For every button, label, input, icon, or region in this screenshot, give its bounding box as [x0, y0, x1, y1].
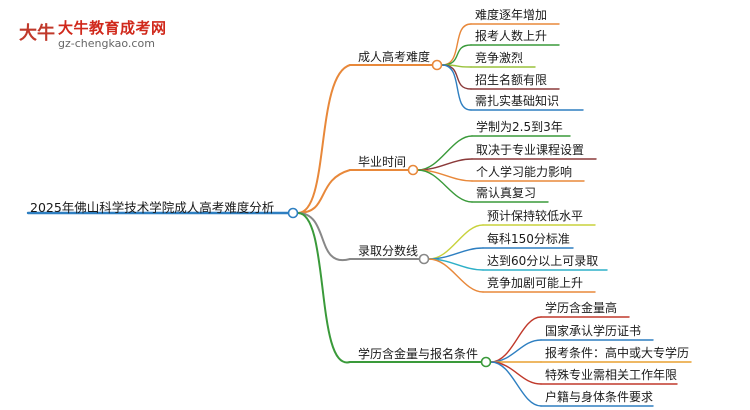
leaf-label-4-4[interactable]: 特殊专业需相关工作年限	[545, 368, 678, 382]
branch-connector-1	[297, 64, 351, 214]
leaf-connector-4-1	[490, 316, 542, 363]
branch-connector-3	[297, 212, 351, 262]
leaf-label-4-1[interactable]: 学历含金量高	[545, 301, 618, 315]
leaf-connector-1-1	[441, 23, 472, 66]
leaf-connector-2-4	[417, 169, 473, 203]
branch-connector-4	[297, 212, 351, 364]
branch-label-3[interactable]: 录取分数线	[358, 244, 419, 258]
site-logo[interactable]: 大牛 大牛教育成考网 gz-chengkao.com	[14, 16, 194, 52]
leaf-label-4-5[interactable]: 户籍与身体条件要求	[545, 390, 654, 404]
branch-node-3-toggle[interactable]	[418, 253, 430, 265]
branch-node-4-toggle[interactable]	[480, 356, 492, 368]
branch-label-4[interactable]: 学历含金量与报名条件	[358, 347, 479, 361]
leaf-label-3-2[interactable]: 每科150分标准	[487, 232, 570, 246]
root-node-toggle[interactable]	[287, 207, 299, 219]
branch-node-2-toggle[interactable]	[407, 164, 419, 176]
leaf-label-1-3[interactable]: 竞争激烈	[475, 51, 524, 65]
leaf-connector-4-5	[490, 361, 542, 407]
leaf-label-2-2[interactable]: 取决于专业课程设置	[476, 143, 585, 157]
root-node-label[interactable]: 2025年佛山科学技术学院成人高考难度分析	[30, 200, 275, 215]
leaf-label-1-5[interactable]: 需扎实基础知识	[475, 94, 560, 108]
leaf-connector-4-4	[490, 361, 542, 385]
branch-label-2[interactable]: 毕业时间	[358, 155, 407, 169]
leaf-label-1-1[interactable]: 难度逐年增加	[475, 8, 548, 22]
leaf-label-3-4[interactable]: 竞争加剧可能上升	[487, 276, 584, 290]
leaf-label-3-1[interactable]: 预计保持较低水平	[487, 209, 584, 223]
leaf-label-4-3[interactable]: 报考条件：高中或大专学历	[545, 346, 690, 360]
leaf-label-2-3[interactable]: 个人学习能力影响	[476, 165, 573, 179]
leaf-label-2-1[interactable]: 学制为2.5到3年	[476, 120, 563, 134]
leaf-connector-4-2	[490, 339, 542, 363]
leaf-label-2-4[interactable]: 需认真复习	[476, 186, 537, 200]
branch-connector-2	[297, 169, 351, 214]
leaf-label-1-4[interactable]: 招生名额有限	[475, 73, 548, 87]
leaf-label-3-3[interactable]: 达到60分以上可录取	[487, 254, 599, 268]
logo-mark-icon: 大牛	[19, 23, 55, 44]
leaf-connector-1-5	[441, 64, 472, 111]
leaf-connector-3-4	[428, 258, 484, 293]
branch-label-1[interactable]: 成人高考难度	[358, 50, 431, 64]
logo-url: gz-chengkao.com	[58, 37, 155, 50]
leaf-label-1-2[interactable]: 报考人数上升	[475, 29, 548, 43]
branch-node-1-toggle[interactable]	[431, 59, 443, 71]
leaf-label-4-2[interactable]: 国家承认学历证书	[545, 324, 642, 338]
logo-title: 大牛教育成考网	[58, 19, 167, 37]
